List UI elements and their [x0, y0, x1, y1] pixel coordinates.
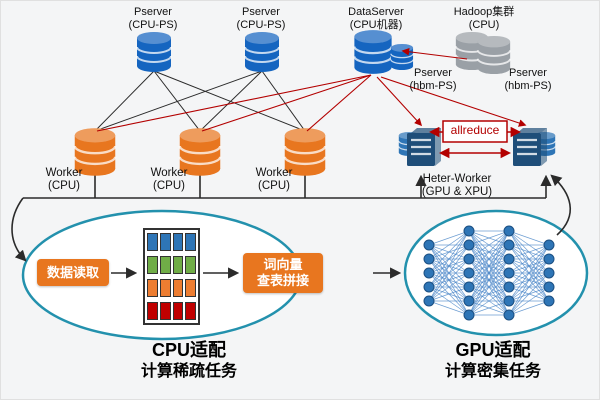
- table-band-blue: [147, 233, 196, 251]
- dataserver-db-icon: [353, 29, 393, 75]
- worker2-label: Worker (CPU): [134, 167, 204, 193]
- hbm-left-label-line2: (hbm-PS): [409, 80, 457, 92]
- worker1-label: Worker (CPU): [29, 167, 99, 193]
- hadoop-label-line1: Hadoop集群: [453, 6, 515, 18]
- table-cell: [159, 302, 171, 320]
- hbm-right-label: Pserver (hbm-PS): [494, 67, 562, 93]
- neural-network-icon: [423, 225, 555, 321]
- dataserver-label-line2: (CPU机器): [349, 19, 403, 31]
- table-cell: [172, 233, 184, 251]
- hbm-left-label-line1: Pserver: [414, 67, 452, 79]
- table-band-orange: [147, 279, 196, 297]
- table-cell: [147, 279, 158, 297]
- red-data-lines: [96, 47, 527, 132]
- pserver1-label: Pserver (CPU-PS): [108, 6, 198, 32]
- icons-layer: [73, 29, 556, 177]
- heter-worker-label: Heter-Worker (GPU & XPU): [399, 173, 515, 199]
- pserver1-label-line2: (CPU-PS): [128, 19, 178, 31]
- gpu-caption-line2: 计算密集任务: [444, 363, 541, 380]
- hbm-right-server-icon: [511, 127, 549, 168]
- pserver1-label-line1: Pserver: [134, 6, 172, 18]
- hbm-left-server-icon: [405, 127, 443, 168]
- worker1-label-line1: Worker: [45, 167, 83, 179]
- pserver2-label-line1: Pserver: [242, 6, 280, 18]
- table-cell: [147, 256, 158, 274]
- table-cell: [147, 233, 158, 251]
- hadoop-label-line2: (CPU): [468, 19, 500, 31]
- gpu-caption-line1: GPU适配: [455, 340, 531, 360]
- lookup-concat-line2: 查表拼接: [256, 273, 309, 288]
- heter-worker-label-line1: Heter-Worker: [422, 173, 492, 185]
- table-band-green: [147, 256, 196, 274]
- hbm-right-label-line1: Pserver: [509, 67, 547, 79]
- data-read-button: 数据读取: [37, 259, 109, 286]
- worker2-label-line1: Worker: [150, 167, 188, 179]
- worker1-label-line2: (CPU): [48, 180, 80, 192]
- worker3-label-line1: Worker: [255, 167, 293, 179]
- table-cell: [185, 256, 196, 274]
- lookup-concat-line1: 词向量: [263, 257, 303, 272]
- pserver2-db-icon: [244, 31, 280, 73]
- worker2-label-line2: (CPU): [153, 180, 185, 192]
- cpu-caption: CPU适配 计算稀疏任务: [91, 339, 287, 382]
- table-cell: [159, 279, 171, 297]
- pserver2-label: Pserver (CPU-PS): [216, 6, 306, 32]
- table-cell: [147, 302, 158, 320]
- pserver-worker-mesh-lines: [94, 70, 306, 132]
- gpu-caption: GPU适配 计算密集任务: [395, 339, 591, 382]
- allreduce-arrows: [428, 120, 522, 159]
- worker-bus-lines: [11, 171, 572, 262]
- table-cell: [185, 233, 196, 251]
- hbm-left-label: Pserver (hbm-PS): [399, 67, 467, 93]
- hbm-right-label-line2: (hbm-PS): [504, 80, 552, 92]
- table-cell: [172, 279, 184, 297]
- table-band-red: [147, 302, 196, 320]
- hadoop-label: Hadoop集群 (CPU): [437, 6, 531, 32]
- dataserver-label-line1: DataServer: [348, 6, 404, 18]
- cpu-caption-line2: 计算稀疏任务: [140, 363, 237, 380]
- allreduce-box: [442, 120, 508, 143]
- pserver1-db-icon: [136, 31, 172, 73]
- table-cell: [185, 302, 196, 320]
- table-cell: [159, 233, 171, 251]
- table-cell: [185, 279, 196, 297]
- embedding-table: [143, 228, 200, 325]
- worker3-label: Worker (CPU): [239, 167, 309, 193]
- table-cell: [172, 302, 184, 320]
- table-cell: [159, 256, 171, 274]
- table-cell: [172, 256, 184, 274]
- allreduce-label: allreduce: [450, 123, 500, 137]
- dataserver-label: DataServer (CPU机器): [329, 6, 423, 32]
- cpu-caption-line1: CPU适配: [151, 340, 226, 360]
- pserver2-label-line2: (CPU-PS): [236, 19, 286, 31]
- worker3-label-line2: (CPU): [258, 180, 290, 192]
- lookup-concat-button: 词向量 查表拼接: [243, 253, 323, 293]
- heter-worker-label-line2: (GPU & XPU): [421, 186, 493, 198]
